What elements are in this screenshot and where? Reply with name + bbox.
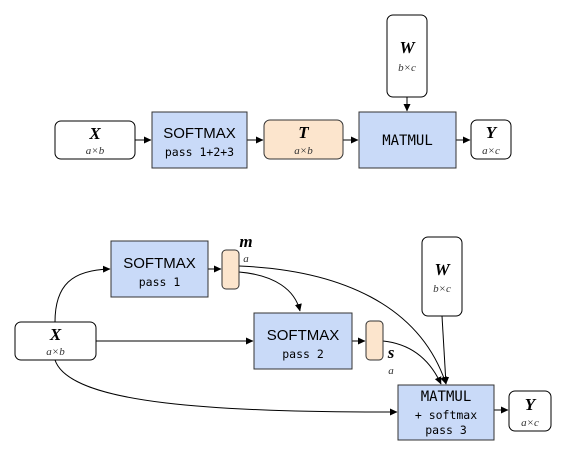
- tensor-t: T a×b: [263, 119, 344, 160]
- edge-m-to-matmul: [238, 265, 448, 385]
- tensor-x-name: X: [88, 124, 101, 143]
- matmul-op: MATMUL: [358, 111, 457, 169]
- edge-m-to-softmax2: [238, 271, 302, 312]
- matmul-op-title: MATMUL: [382, 133, 433, 149]
- stat-s: s a: [365, 320, 395, 377]
- bottom-tensor-y-name: Y: [525, 395, 537, 414]
- edge-s-to-matmul: [382, 340, 442, 385]
- matmul-bottom-title: MATMUL: [421, 389, 472, 405]
- tensor-y-name: Y: [486, 123, 498, 142]
- tensor-x: X a×b: [54, 120, 136, 160]
- tensor-w-shape: b×c: [398, 62, 416, 74]
- softmax-pass2-title: SOFTMAX: [267, 327, 340, 344]
- stat-s-name: s: [387, 343, 395, 362]
- stat-m-shape: a: [243, 253, 249, 265]
- stat-m: m a: [221, 232, 253, 290]
- matmul-bottom-line3: pass 3: [425, 423, 467, 437]
- softmax-pass1-op: SOFTMAX pass 1: [110, 240, 209, 298]
- bottom-tensor-w: W b×c: [421, 236, 463, 317]
- stat-s-shape: a: [388, 365, 394, 377]
- tensor-w-name: W: [399, 38, 416, 57]
- softmax-op-title: SOFTMAX: [163, 125, 236, 142]
- tensor-y: Y a×c: [470, 119, 512, 160]
- tensor-t-shape: a×b: [294, 145, 313, 157]
- bottom-diagram: X a×b SOFTMAX pass 1 m a SOFTMAX pass 2 …: [14, 232, 552, 441]
- bottom-tensor-y: Y a×c: [508, 390, 552, 432]
- softmax-pass1-title: SOFTMAX: [123, 255, 196, 272]
- softmax-pass2-op: SOFTMAX pass 2: [253, 312, 353, 370]
- edge-x-to-matmul: [54, 359, 398, 416]
- bottom-tensor-y-shape: a×c: [521, 417, 539, 429]
- tensor-w: W b×c: [386, 14, 428, 98]
- softmax-pass1-subtitle: pass 1: [139, 275, 181, 289]
- bottom-tensor-w-name: W: [434, 260, 451, 279]
- bottom-tensor-x-shape: a×b: [46, 346, 65, 358]
- softmax-op: SOFTMAX pass 1+2+3: [151, 111, 248, 169]
- bottom-tensor-x-name: X: [49, 325, 62, 344]
- bottom-tensor-w-shape: b×c: [433, 283, 451, 295]
- edge-x-to-softmax1: [54, 265, 111, 323]
- top-diagram: X a×b SOFTMAX pass 1+2+3 T a×b W b×c MAT…: [54, 14, 512, 169]
- softmax-pass2-subtitle: pass 2: [282, 347, 324, 361]
- softmax-op-subtitle: pass 1+2+3: [165, 145, 234, 159]
- tensor-t-name: T: [298, 123, 309, 142]
- matmul-bottom-line2: + softmax: [415, 408, 477, 422]
- stat-m-name: m: [239, 232, 252, 251]
- edge-w-to-matmul-bottom: [441, 315, 450, 385]
- tensor-x-shape: a×b: [86, 145, 105, 157]
- matmul-softmax-pass3-op: MATMUL + softmax pass 3: [397, 384, 495, 441]
- tensor-y-shape: a×c: [482, 145, 500, 157]
- bottom-tensor-x: X a×b: [14, 321, 97, 361]
